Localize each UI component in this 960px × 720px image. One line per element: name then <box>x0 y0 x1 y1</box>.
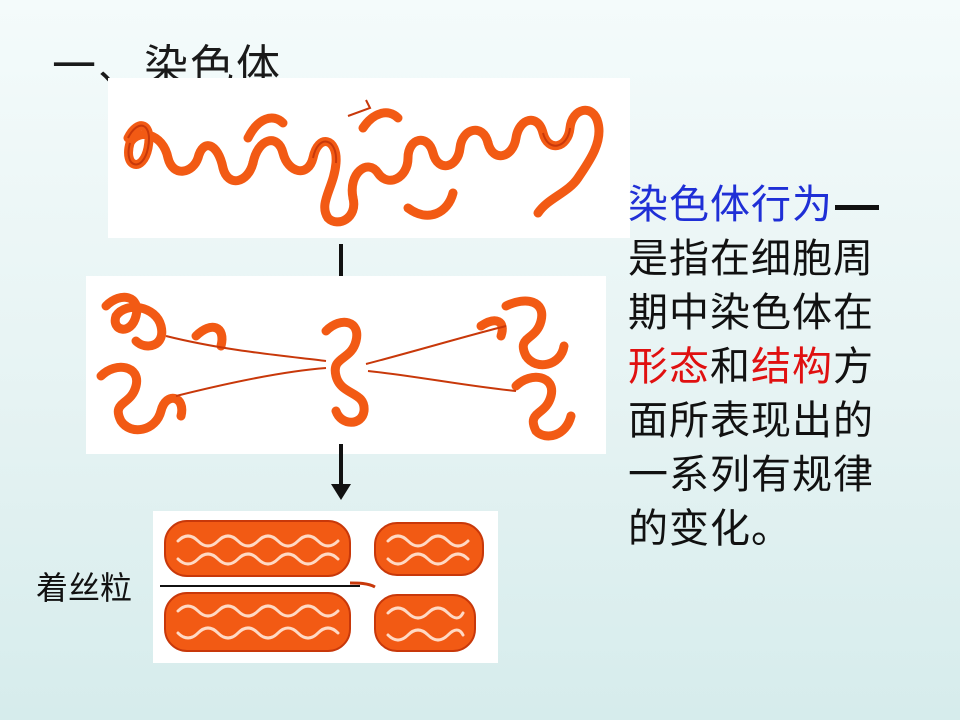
centromere-label: 着丝粒 <box>36 569 133 607</box>
word-and: 和 <box>710 344 751 390</box>
word-fang: 方 <box>833 344 874 390</box>
description-line-1: 染色体行为 <box>628 178 928 232</box>
description-line-7: 的变化。 <box>628 506 792 552</box>
metaphase-chromosome-image <box>153 511 498 663</box>
interphase-chromosome-drawing <box>123 99 604 227</box>
description-line-6: 一系列有规律 <box>628 452 874 498</box>
description-line-4: 形态和结构方 <box>628 340 928 394</box>
arrow-shaft <box>339 244 343 290</box>
description-line-2: 是指在细胞周 <box>628 236 874 282</box>
arrow-shaft <box>339 444 343 486</box>
prophase-chromosome-drawing <box>96 292 576 441</box>
description-line-5: 面所表现出的 <box>628 398 874 444</box>
metaphase-chromosome-drawing <box>164 520 484 652</box>
centromere-pointer-line <box>160 585 360 587</box>
interphase-chromosome-image <box>108 78 630 238</box>
term-structure: 结构 <box>751 344 833 390</box>
dash-separator <box>835 204 879 210</box>
arrow-head <box>331 484 351 500</box>
chromosome-behavior-description: 染色体行为 是指在细胞周 期中染色体在 形态和结构方 面所表现出的 一系列有规律… <box>628 178 928 556</box>
term-chromosome-behavior: 染色体行为 <box>628 182 833 228</box>
prophase-chromosome-image <box>86 276 606 454</box>
term-form: 形态 <box>628 344 710 390</box>
down-arrow-2 <box>331 444 351 502</box>
description-line-3: 期中染色体在 <box>628 290 874 336</box>
